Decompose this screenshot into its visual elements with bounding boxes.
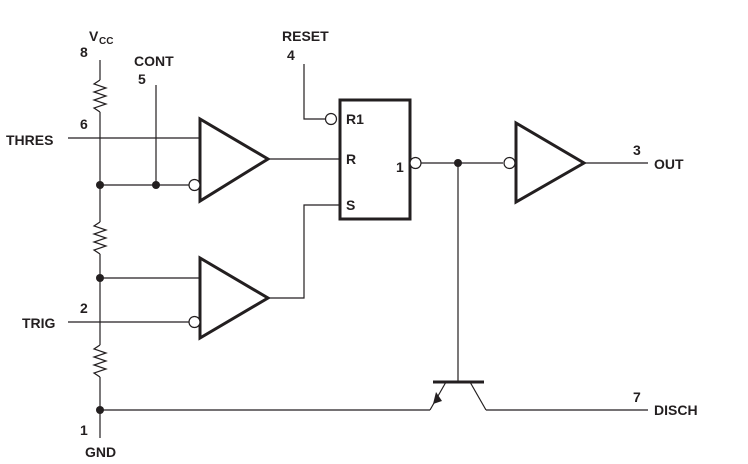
cont-pin: 5 <box>138 71 146 87</box>
resistor-top <box>92 79 108 113</box>
junction-dot <box>96 406 104 414</box>
junction-dot <box>96 181 104 189</box>
vcc-pin: 8 <box>80 44 88 60</box>
threshold-comparator <box>198 116 271 204</box>
comparator2-output-wire <box>268 204 340 299</box>
out-label: OUT <box>654 156 684 172</box>
junction-dot <box>152 181 160 189</box>
threshold-comparator-bubble <box>188 178 201 192</box>
thres-pin: 6 <box>80 116 88 132</box>
gnd-label: GND <box>85 444 116 460</box>
flip-flop-r-label: R <box>346 151 356 167</box>
disch-pin: 7 <box>633 389 641 405</box>
reset-bubble <box>324 112 338 126</box>
thres-label: THRES <box>6 132 53 148</box>
resistor-middle <box>92 221 108 255</box>
out-pin: 3 <box>633 142 641 158</box>
trig-pin: 2 <box>80 300 88 316</box>
flip-flop-r1-label: R1 <box>346 111 364 127</box>
trigger-comparator <box>198 255 271 341</box>
cont-label: CONT <box>134 53 174 69</box>
flip-flop-q-label: 1 <box>396 159 404 175</box>
output-buffer-bubble <box>503 156 516 170</box>
flip-flop-output-bubble <box>409 156 422 170</box>
output-buffer <box>514 120 587 205</box>
flip-flop <box>338 98 412 221</box>
trig-label: TRIG <box>22 315 56 331</box>
vcc-label-subscript: CC <box>99 36 113 47</box>
disch-label: DISCH <box>654 402 698 418</box>
vcc-rail <box>92 60 108 438</box>
reset-wire <box>303 64 326 120</box>
flip-flop-s-label: S <box>346 197 355 213</box>
junction-dot <box>96 274 104 282</box>
reset-label: RESET <box>282 28 329 44</box>
trigger-comparator-bubble <box>188 315 201 329</box>
transistor-emitter-arrow <box>433 392 442 404</box>
transistor-collector <box>469 381 487 411</box>
gnd-pin: 1 <box>80 422 88 438</box>
reset-pin: 4 <box>287 47 295 63</box>
resistor-bottom <box>92 344 108 378</box>
vcc-label: V <box>89 28 99 44</box>
